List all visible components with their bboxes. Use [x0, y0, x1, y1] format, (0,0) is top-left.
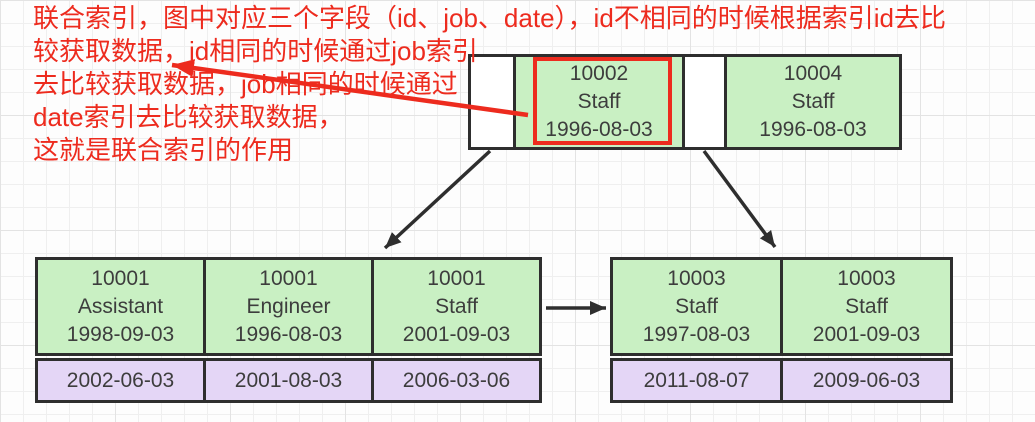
- entry-key: 10001 Engineer 1996-08-03: [203, 257, 374, 356]
- annotation-line-3: 去比较获取数据，job相同的时候通过: [33, 69, 458, 99]
- key-id: 10001: [427, 266, 486, 290]
- key-date: 1996-08-03: [545, 118, 653, 141]
- key-id: 10002: [569, 62, 629, 85]
- root-node: 10002 Staff 1996-08-03 10004 Staff 1996-…: [468, 54, 902, 150]
- key-date: 1998-09-03: [66, 322, 175, 346]
- leaf-node-left: 10001 Assistant 1998-09-03 2002-06-03 10…: [35, 257, 542, 403]
- leaf-node-right: 10003 Staff 1997-08-03 2011-08-07 10003 …: [610, 257, 953, 403]
- entry-key: 10003 Staff 1997-08-03: [610, 257, 783, 356]
- key-job: Assistant: [77, 294, 164, 318]
- key-id: 10001: [91, 266, 150, 290]
- root-pointer-cell-2: [682, 54, 727, 150]
- key-job: Staff: [435, 294, 478, 318]
- key-date: 1996-08-03: [759, 118, 867, 141]
- leaf-entry: 10003 Staff 2001-09-03 2009-06-03: [780, 257, 953, 403]
- key-id: 10003: [667, 266, 726, 290]
- root-key-cell-2: 10004 Staff 1996-08-03: [724, 54, 902, 150]
- key-date: 1996-08-03: [234, 322, 343, 346]
- leaf-entry: 10001 Assistant 1998-09-03 2002-06-03: [35, 257, 206, 403]
- entry-value: 2002-06-03: [35, 358, 206, 403]
- key-id: 10001: [259, 266, 318, 290]
- highlight-box: [533, 57, 672, 145]
- key-id: 10004: [783, 62, 843, 85]
- leaf-entry: 10003 Staff 1997-08-03 2011-08-07: [610, 257, 783, 403]
- annotation-text: 联合索引，图中对应三个字段（id、job、date），id不相同的时候根据索引i…: [33, 2, 946, 167]
- leaf-entry: 10001 Staff 2001-09-03 2006-03-06: [371, 257, 542, 403]
- key-date: 2001-09-03: [812, 322, 921, 346]
- root-key-cell-1: 10002 Staff 1996-08-03: [513, 54, 685, 150]
- key-id: 10003: [837, 266, 896, 290]
- entry-key: 10001 Staff 2001-09-03: [371, 257, 542, 356]
- key-date: 1997-08-03: [642, 322, 751, 346]
- key-job: Staff: [845, 294, 888, 318]
- key-date: 2001-09-03: [402, 322, 511, 346]
- annotation-line-1: 联合索引，图中对应三个字段（id、job、date），id不相同的时候根据索引i…: [33, 3, 947, 33]
- entry-value: 2011-08-07: [610, 358, 783, 403]
- key-job: Staff: [577, 90, 621, 113]
- annotation-line-2: 较获取数据，id相同的时候通过job索引: [33, 36, 478, 66]
- entry-key: 10003 Staff 2001-09-03: [780, 257, 953, 356]
- entry-value: 2001-08-03: [203, 358, 374, 403]
- annotation-line-4: date索引去比较获取数据，: [33, 102, 344, 132]
- key-job: Staff: [791, 90, 835, 113]
- entry-value: 2006-03-06: [371, 358, 542, 403]
- key-job: Staff: [675, 294, 718, 318]
- entry-key: 10001 Assistant 1998-09-03: [35, 257, 206, 356]
- entry-value: 2009-06-03: [780, 358, 953, 403]
- leaf-entry: 10001 Engineer 1996-08-03 2001-08-03: [203, 257, 374, 403]
- key-job: Engineer: [246, 294, 331, 318]
- annotation-line-5: 这就是联合索引的作用: [33, 135, 294, 165]
